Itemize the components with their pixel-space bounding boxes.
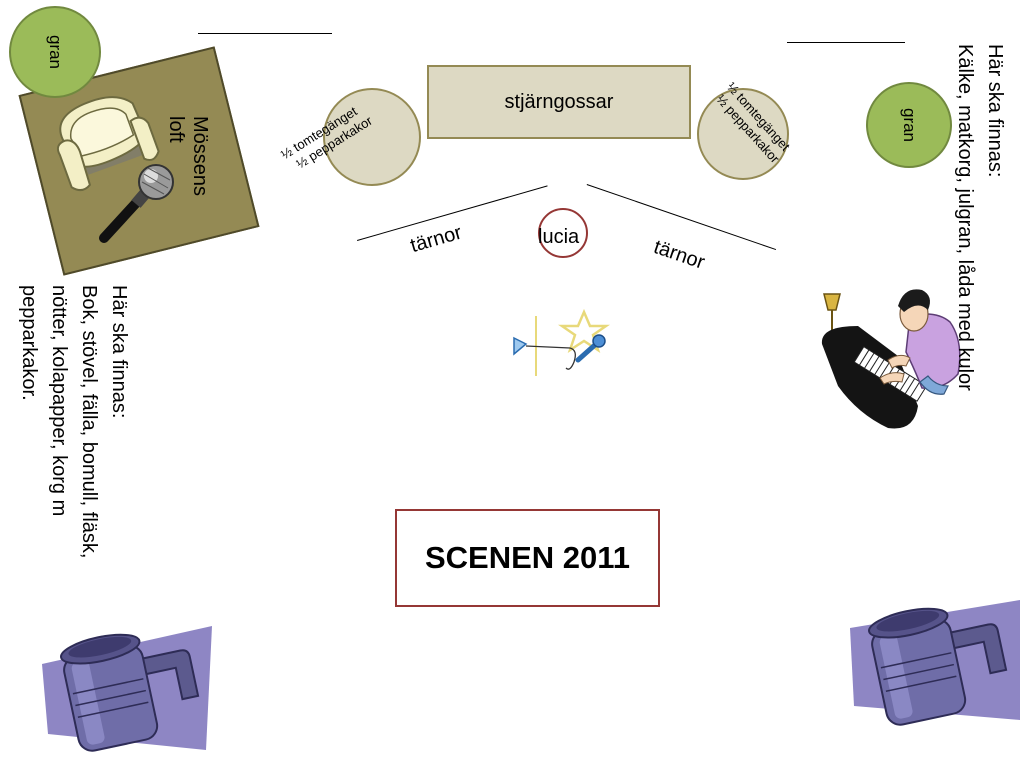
top-left-line: [198, 33, 332, 34]
tarnor-line-right: [586, 184, 777, 251]
tree-left: gran: [9, 6, 101, 98]
spotlight-icon-right: [850, 600, 1020, 726]
left-note: Här ska finnas: Bok, stövel, fälla, bomu…: [18, 285, 130, 559]
loft-label: Mössens loft: [165, 116, 211, 197]
scene-title-box: SCENEN 2011: [395, 509, 660, 607]
mic-stand-star-icon: [513, 308, 611, 376]
prop-circle-left: [323, 88, 421, 186]
pianist-icon: [821, 289, 961, 429]
microphone-icon: [99, 164, 174, 243]
right-note: Här ska finnas: Kälke, matkorg, julgran,…: [954, 44, 1006, 391]
top-right-line: [787, 42, 905, 43]
tarnor-right-label: tärnor: [650, 236, 708, 274]
lucia-label: lucia: [538, 226, 580, 248]
tree-right: gran: [866, 82, 952, 168]
stjarngossar-box: stjärngossar: [427, 65, 691, 139]
lucia-circle: [538, 208, 588, 258]
prop-circle-right: [697, 88, 789, 180]
tarnor-left-label: tärnor: [408, 221, 465, 258]
armchair-icon: [56, 96, 160, 192]
spotlight-icon: [42, 626, 212, 752]
scene-title: SCENEN 2011: [424, 540, 631, 575]
